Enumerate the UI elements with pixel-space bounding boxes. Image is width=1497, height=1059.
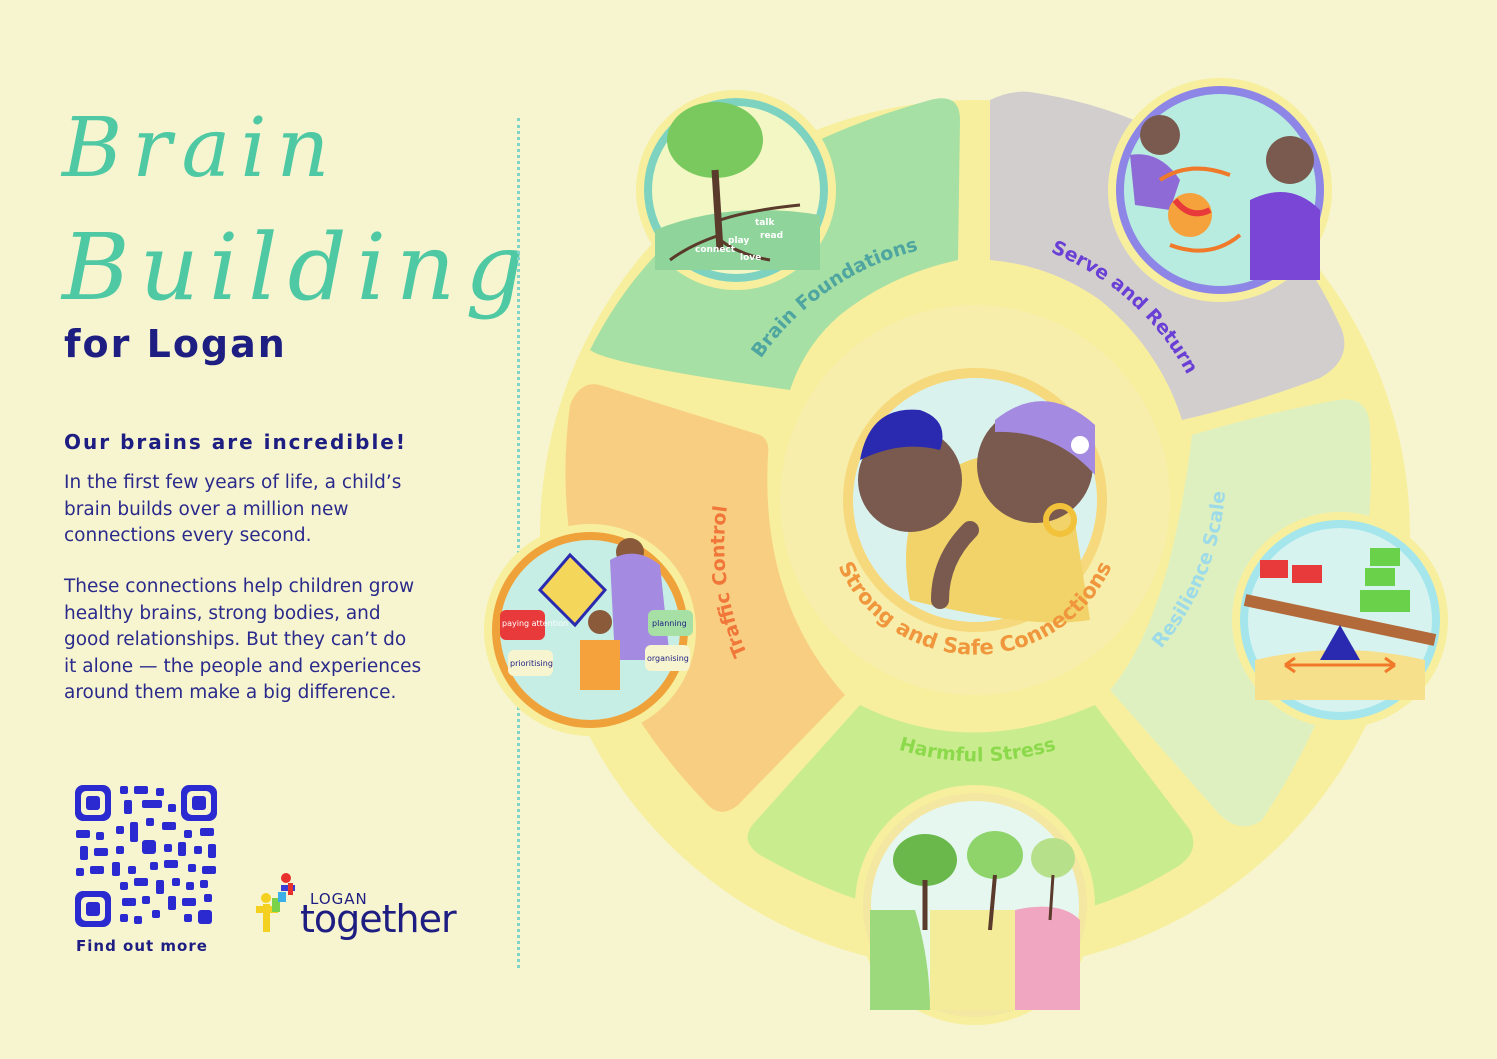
tree-word-read: read: [760, 231, 783, 241]
intro-paragraph-2: These connections help children grow hea…: [64, 576, 422, 703]
traffic-word-planning: planning: [652, 619, 687, 628]
brain-building-wheel: Strong and Safe Connections Brain Founda…: [484, 78, 1448, 1025]
harmful-stress-illustration[interactable]: [855, 785, 1095, 1025]
logo-figures-icon: [256, 873, 295, 932]
logo-text-logan: LOGAN: [310, 890, 368, 908]
tree-word-connect: connect: [695, 245, 736, 255]
title-line-building: Building: [62, 214, 535, 321]
tree-word-talk: talk: [755, 218, 775, 228]
qr-label[interactable]: Find out more: [76, 937, 208, 955]
logo-text-together: together: [300, 897, 457, 941]
qr-code[interactable]: [72, 782, 220, 930]
traffic-word-prioritising: prioritising: [510, 659, 553, 668]
intro-paragraph-1: In the first few years of life, a child’…: [64, 472, 402, 546]
brain-foundations-illustration[interactable]: play talk read connect love: [636, 90, 836, 290]
tree-word-love: love: [740, 253, 761, 263]
intro-heading: Our brains are incredible!: [64, 430, 407, 454]
traffic-word-paying-attention: paying attention: [502, 619, 568, 628]
resilience-scale-illustration[interactable]: [1232, 512, 1448, 728]
logan-together-logo[interactable]: LOGAN together: [248, 870, 478, 950]
traffic-word-organising: organising: [647, 654, 689, 663]
title-line-for-logan: for Logan: [64, 322, 287, 366]
mother-and-baby-illustration: [858, 401, 1095, 623]
dotted-divider: [517, 118, 520, 968]
tree-word-play: play: [728, 236, 749, 246]
title-line-brain: Brain: [62, 101, 340, 196]
serve-and-return-illustration[interactable]: [1108, 78, 1332, 302]
traffic-control-illustration[interactable]: paying attention prioritising planning o…: [484, 524, 696, 736]
